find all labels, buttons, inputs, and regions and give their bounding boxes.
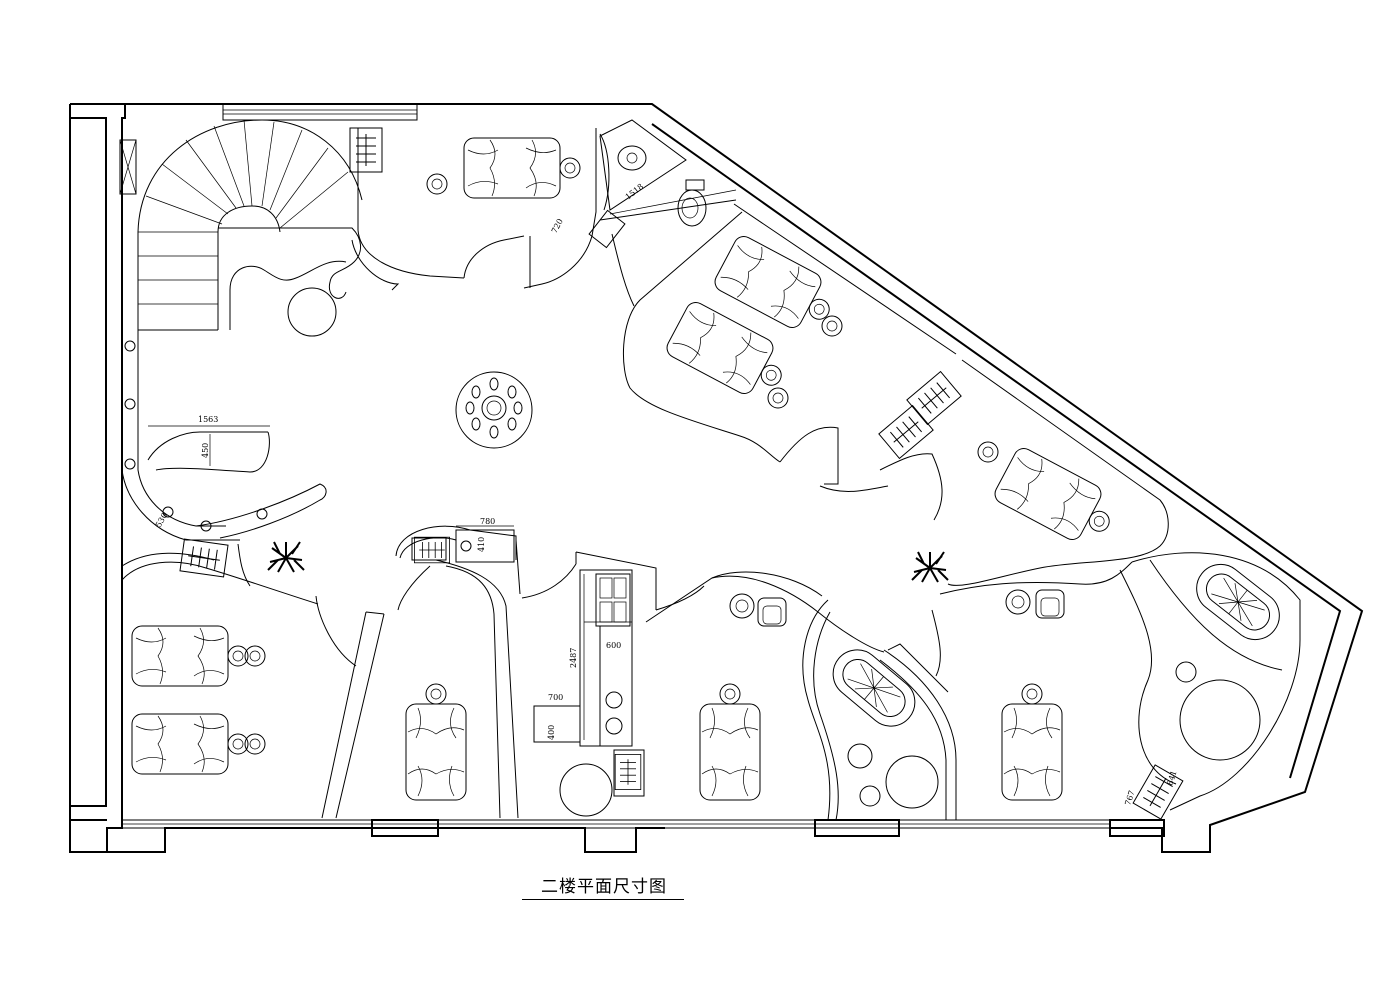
dim-bar-length: 2487 bbox=[569, 648, 578, 668]
armchair-icon bbox=[757, 597, 787, 627]
dim-counter-length: 1563 bbox=[198, 415, 218, 424]
massage-bed-icon bbox=[463, 137, 581, 199]
bar-room: 600 2487 700 400 bbox=[521, 551, 705, 817]
room-two-beds bbox=[611, 203, 962, 492]
room-bottom-right: 767 841 bbox=[1119, 552, 1301, 820]
dim-bar-width: 600 bbox=[606, 641, 621, 650]
washbasin-icon bbox=[617, 145, 647, 171]
wardrobe-icon bbox=[878, 405, 934, 459]
dim-closet-width: 767 bbox=[1123, 789, 1136, 806]
round-table-icon bbox=[885, 755, 939, 809]
massage-bed-icon bbox=[699, 683, 761, 801]
massage-bed-icon bbox=[131, 625, 249, 687]
dim-reception-width: 780 bbox=[480, 517, 495, 526]
title-underline bbox=[522, 899, 684, 900]
round-table-icon bbox=[559, 763, 613, 817]
round-table-icon bbox=[1179, 679, 1261, 761]
outer-walls bbox=[69, 103, 1364, 853]
wardrobe-icon bbox=[179, 538, 229, 578]
round-table-icon bbox=[455, 371, 533, 449]
dim-counter-side: 530 bbox=[154, 511, 169, 529]
round-table-icon bbox=[729, 593, 755, 619]
massage-bed-icon bbox=[405, 683, 467, 801]
dim-closet-depth: 841 bbox=[1165, 769, 1178, 786]
room-top-left: 720 bbox=[349, 127, 626, 291]
plant-icon bbox=[911, 551, 949, 583]
wardrobe-icon bbox=[349, 127, 383, 173]
page-title: 二楼平面尺寸图 bbox=[541, 877, 667, 897]
lobby: 1563 450 530 bbox=[121, 330, 533, 667]
reception-desk: 780 410 bbox=[395, 517, 521, 819]
dim-door-small: 720 bbox=[550, 217, 565, 235]
bathtub-icon bbox=[822, 639, 926, 737]
dim-reception-depth: 410 bbox=[477, 537, 486, 552]
room-bottom-middle bbox=[645, 561, 1133, 821]
massage-bed-icon bbox=[663, 298, 795, 407]
round-table-icon bbox=[1005, 589, 1031, 615]
wardrobe-icon bbox=[906, 371, 962, 425]
dim-sink-depth: 400 bbox=[547, 725, 556, 740]
plant-icon bbox=[267, 541, 305, 573]
dim-sink-width: 700 bbox=[548, 693, 563, 702]
massage-bed-icon bbox=[991, 444, 1123, 553]
massage-bed-icon bbox=[1001, 683, 1063, 801]
massage-bed-icon bbox=[131, 713, 249, 775]
dim-counter-depth: 450 bbox=[201, 443, 210, 458]
spiral-staircase bbox=[137, 119, 363, 337]
toilet-icon bbox=[677, 189, 707, 227]
armchair-icon bbox=[1035, 589, 1065, 619]
room-bottom-left bbox=[121, 552, 467, 819]
room-right-bed bbox=[879, 359, 1169, 586]
dim-corridor: 1518 bbox=[624, 182, 646, 202]
bathtub-icon bbox=[1186, 554, 1290, 650]
wardrobe-icon bbox=[614, 754, 642, 790]
